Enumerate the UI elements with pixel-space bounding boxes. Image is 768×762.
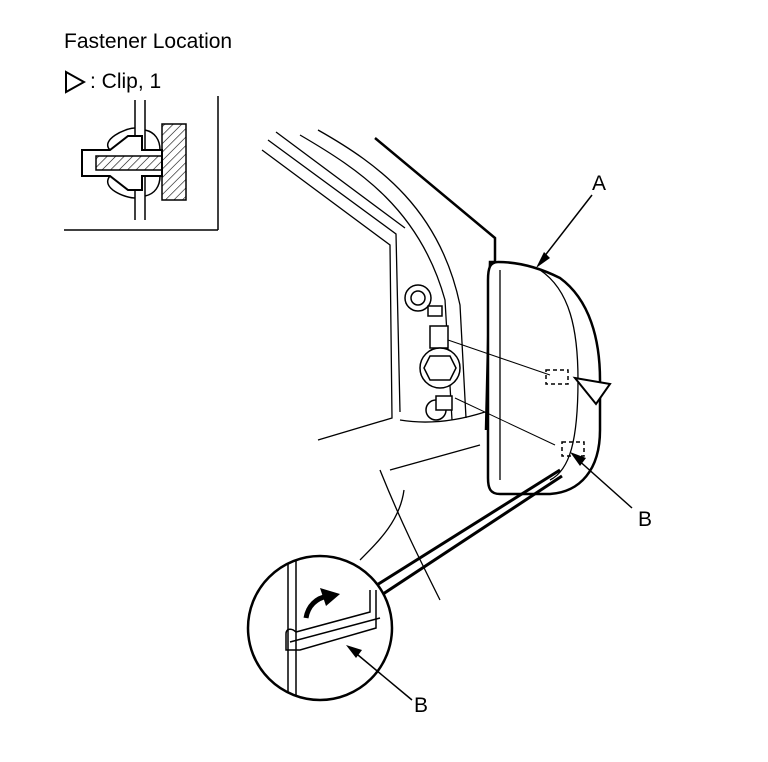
callout-b-right-leader <box>570 452 633 509</box>
triangle-outline-icon <box>65 70 86 94</box>
callout-b-bottom-leader <box>346 645 413 701</box>
legend-label: : Clip, 1 <box>90 70 162 93</box>
callout-b-bottom-label: B <box>414 694 429 717</box>
zoom-leader <box>371 468 563 598</box>
clip-cross-section-inset <box>64 96 219 231</box>
detail-circle <box>246 554 394 702</box>
clip-positions <box>545 369 585 457</box>
alignment-lines <box>447 339 556 446</box>
callout-a-leader <box>536 194 593 268</box>
fastener-legend: : Clip, 1 <box>64 70 161 94</box>
diagram-title: Fastener Location <box>64 30 233 53</box>
callout-a-label: A <box>592 172 607 195</box>
callout-b-right-label: B <box>638 508 653 531</box>
clip-marker-icon <box>572 376 612 406</box>
pillar-bolts <box>404 284 461 421</box>
body-frame <box>261 129 486 601</box>
